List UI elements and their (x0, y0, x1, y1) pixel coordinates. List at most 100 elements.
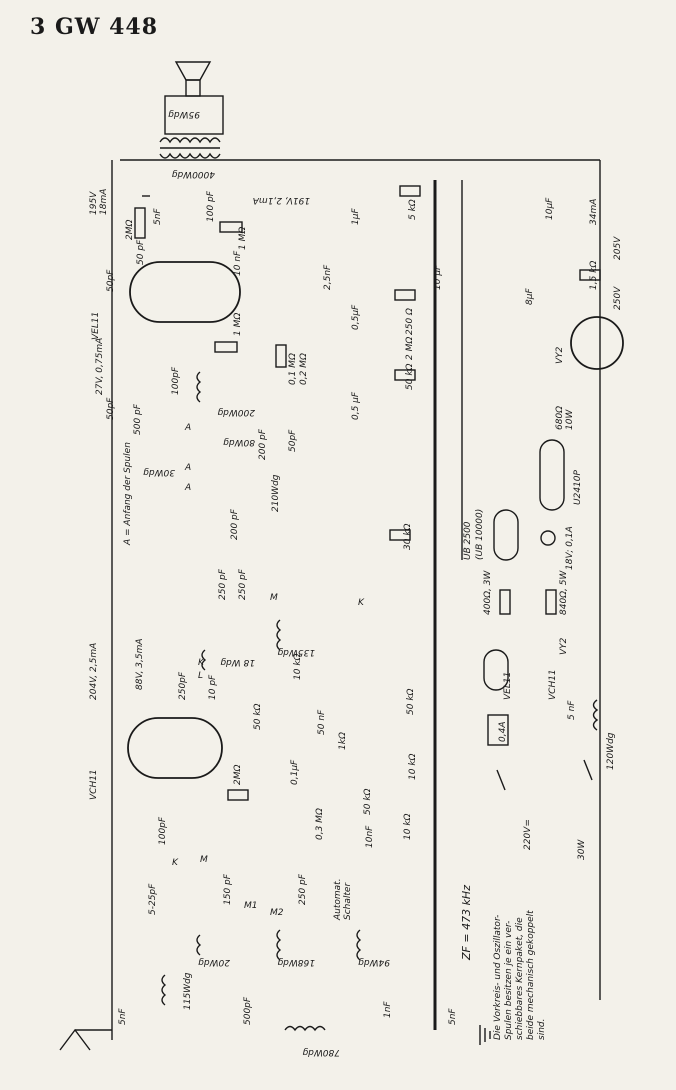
label-100pf-b: 100pF (171, 366, 181, 395)
coil-20wdg-icon (196, 934, 202, 956)
label-250pf-b: 250 pF (218, 568, 228, 600)
lamp-icon (540, 530, 556, 546)
label-zf: ZF = 473 kHz (460, 885, 473, 961)
label-20wdg: 20Wdg (198, 957, 230, 967)
filament-vel11 (483, 649, 509, 691)
label-4000wdg: 4000Wdg (171, 169, 215, 179)
mark-k1: K (172, 858, 179, 868)
label-50nf: 50 nF (317, 709, 327, 735)
tube-label-vch11: VCH11 (89, 769, 99, 800)
tube-vch11 (127, 717, 223, 779)
coil-115wdg-icon (161, 974, 167, 1006)
loudspeaker-icon (164, 61, 224, 135)
coil-18wdg-icon (201, 649, 207, 671)
label-30k: 30 kΩ (403, 523, 413, 550)
label-50pf-a: 50 pF (136, 239, 146, 265)
label-50k-a: 50 kΩ (405, 363, 415, 390)
voltage-250v: 250V (613, 286, 623, 310)
label-5k: 5 kΩ (408, 199, 418, 220)
label-1m-b: 1 MΩ (233, 313, 243, 336)
label-18wdg: 18 Wdg (220, 657, 255, 667)
label-400: 400Ω, 3W (483, 569, 493, 615)
tube-label-ub10000: (UB 10000) (475, 509, 485, 560)
coil-200wdg-icon (196, 371, 202, 403)
tube-ub2500 (493, 509, 519, 561)
mark-l1: L (198, 671, 203, 681)
label-10nf-a: 10 nF (233, 250, 243, 276)
voltage-205v: 205V (613, 236, 623, 260)
resistor-1m-b (214, 341, 238, 353)
current-18ma: 18mA (99, 189, 109, 215)
mark-k3: K (198, 658, 205, 668)
label-168wdg: 168Wdg (277, 957, 315, 967)
label-115wdg: 115Wdg (183, 972, 193, 1010)
label-10nf-b: 10nF (365, 825, 375, 848)
label-05uf-b: 0,5 µF (351, 391, 361, 420)
label-94wdg: 94Wdg (358, 957, 390, 967)
mark-m2: M (270, 593, 278, 603)
switch-mains-1 (496, 769, 506, 791)
label-2m-b: 2 MΩ (405, 337, 415, 360)
label-780wdg: 780Wdg (302, 1047, 340, 1057)
label-lamp: 18V; 0,1A (565, 526, 575, 570)
tube-label-vel11: VEL11 (91, 312, 101, 340)
label-50pf-c: 50pF (106, 397, 116, 420)
voltage-204v: 204V, 2,5mA (89, 643, 99, 700)
label-10uf-a: 10µF (545, 197, 555, 220)
output-transformer-icon (159, 137, 221, 159)
label-250: 250 Ω (405, 308, 415, 335)
label-250pf-c: 250pF (178, 671, 188, 700)
fuse-icon (487, 714, 509, 746)
voltage-88v: 88V, 3,5mA (135, 638, 145, 690)
label-30wdg: 30Wdg (143, 467, 175, 477)
label-100pf-a: 100 pF (206, 190, 216, 222)
label-840: 840Ω, 5W (559, 569, 569, 615)
label-250pf-d: 250 pF (298, 873, 308, 905)
resistor-30k (389, 529, 411, 541)
choke-120wdg-icon (592, 699, 599, 731)
label-250pf-a: 250 pF (238, 568, 248, 600)
label-80wdg: 80Wdg (223, 437, 255, 447)
label-5nf-gnd: 5nF (448, 1008, 458, 1025)
label-fil-vel11: VEL11 (503, 672, 513, 700)
label-2m-c: 2MΩ (233, 765, 243, 785)
label-50pf-b: 50pF (106, 269, 116, 292)
label-1k: 1kΩ (338, 732, 348, 750)
voltage-191v: 191V, 2,1mA (253, 195, 310, 205)
coil-94wdg-icon (356, 929, 362, 961)
label-automat: Automat. (333, 878, 343, 921)
label-120wdg: 120Wdg (606, 732, 616, 770)
tube-label-vy2: VY2 (555, 346, 565, 364)
tube-vy2 (570, 316, 624, 370)
label-01uf: 0,1µF (290, 759, 300, 785)
label-5nf-ant: 5nF (118, 1008, 128, 1025)
coil-168wdg-icon (276, 929, 282, 961)
current-34ma: 34mA (589, 199, 599, 225)
label-0-2m: 0,2 MΩ (299, 353, 309, 385)
mark-a2: A (184, 463, 191, 473)
label-150pf: 150 pF (223, 873, 233, 905)
coil-135wdg-icon (276, 619, 282, 651)
label-schalter: Schalter (343, 882, 353, 920)
label-210wdg: 210Wdg (271, 474, 281, 512)
voltage-195v: 195V (89, 191, 99, 215)
label-50k-d: 50 kΩ (363, 788, 373, 815)
mark-a3: A (184, 483, 191, 493)
label-2m: 2MΩ (125, 220, 135, 240)
label-10pf: 10 pF (208, 674, 218, 700)
label-50k-c: 50 kΩ (406, 688, 416, 715)
label-50k-b: 50 kΩ (253, 703, 263, 730)
tube-vel11 (129, 261, 241, 323)
label-5-25pf: 5-25pF (148, 883, 158, 915)
label-10k-a: 10 kΩ (293, 653, 303, 680)
antenna-icon (59, 1028, 91, 1051)
resistor-1-5k (579, 269, 601, 281)
resistor-840 (545, 589, 557, 615)
note-line-3: schiebbares Kernpaket, die (515, 917, 525, 1040)
label-0-3m: 0,3 MΩ (315, 808, 325, 840)
mark-a1: A (184, 423, 191, 433)
label-95wdg: 95Wdg (168, 109, 200, 119)
label-fil-vch11: VCH11 (548, 669, 558, 700)
note-line-2: Spulen besitzen je ein ver- (504, 921, 514, 1040)
